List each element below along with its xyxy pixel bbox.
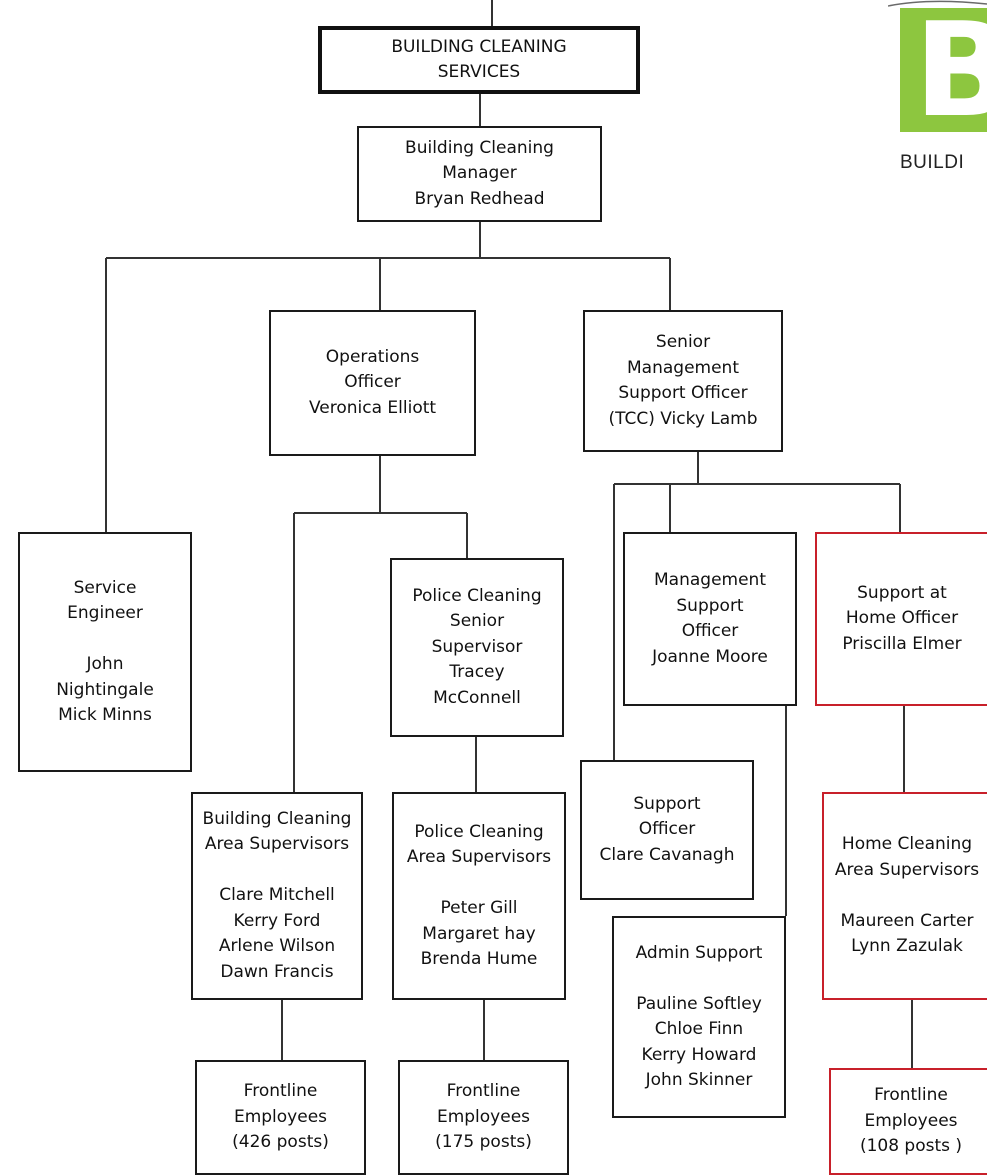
box-line: Officer [344, 372, 401, 393]
box-line: (TCC) Vicky Lamb [608, 408, 758, 429]
box-line: Lynn Zazulak [851, 936, 963, 957]
box-line: John [86, 654, 124, 674]
box-line: Arlene Wilson [218, 936, 336, 957]
box-line: Joanne Moore [652, 646, 768, 667]
box-line: Senior [449, 611, 505, 632]
box-line: Employees [233, 1106, 328, 1127]
box-line: Clare Mitchell [219, 885, 335, 906]
logo-swash-icon [888, 0, 987, 7]
box-line: Peter Gill [440, 898, 518, 918]
box-line: (175 posts) [435, 1132, 532, 1153]
box-line: Support Officer [618, 383, 748, 403]
box-line: Officer [681, 621, 739, 641]
box-line: McConnell [433, 687, 521, 708]
box-line: Officer [638, 819, 696, 840]
box-line: Manager [442, 163, 517, 184]
logo-mark: B [900, 8, 987, 132]
box-line: Mick Minns [58, 705, 152, 725]
box-line: Margaret hay [422, 923, 536, 944]
box-line: John Skinner [645, 1070, 753, 1090]
box-line: Area Supervisors [834, 859, 980, 880]
box-line: Chloe Finn [654, 1019, 744, 1039]
box-line: Clare Cavanagh [599, 844, 735, 865]
box-line: Dawn Francis [220, 961, 334, 982]
box-line: Brenda Hume [420, 949, 538, 969]
box-line: Veronica Elliott [308, 397, 437, 418]
box-line: Service [73, 577, 137, 598]
box-line: Management [627, 357, 739, 378]
box-line: Building Cleaning [405, 137, 554, 158]
box-line: Kerry Howard [641, 1044, 757, 1065]
box-line: Area Supervisors [406, 847, 552, 867]
box-line: Management [654, 570, 766, 590]
box-line: Pauline Softley [636, 993, 762, 1014]
box-line: Police Cleaning [412, 585, 542, 606]
box-line: SERVICES [437, 62, 521, 82]
box-line: Support [676, 595, 744, 616]
box-line: Priscilla Elmer [842, 633, 962, 654]
box-line: Admin Support [635, 942, 763, 963]
box-line: Area Supervisors [204, 834, 350, 855]
box-line: Building Cleaning [202, 808, 352, 829]
box-line: Employees [436, 1106, 531, 1127]
box-line: Support [633, 793, 701, 814]
box-line: Kerry Ford [233, 910, 321, 931]
box-line: Frontline [874, 1085, 948, 1106]
box-line: BUILDING CLEANING [391, 36, 567, 57]
box-line: Bryan Redhead [414, 188, 545, 209]
box-line: Maureen Carter [840, 910, 974, 931]
box-line: Police Cleaning [414, 821, 544, 842]
box-line: Home Cleaning [841, 834, 973, 855]
logo-text: BUILDI [900, 152, 965, 173]
logo-letter: B [914, 8, 987, 132]
box-line: Tracey [449, 662, 505, 683]
box-line: Employees [864, 1110, 958, 1131]
box-line: Support at [857, 582, 947, 603]
box-line: (108 posts ) [859, 1136, 963, 1157]
box-line: Operations [325, 346, 420, 367]
box-line: Supervisor [431, 636, 523, 657]
box-building-cleaning-services: BUILDING CLEANING SERVICES [318, 26, 640, 94]
box-line: Frontline [446, 1081, 521, 1102]
box-line: Home Officer [845, 608, 959, 629]
box-line: Nightingale [56, 679, 154, 700]
box-line: (426 posts) [232, 1132, 329, 1153]
box-line: Senior [655, 332, 711, 352]
box-line: Frontline [243, 1081, 318, 1102]
box-line: Engineer [67, 603, 143, 623]
